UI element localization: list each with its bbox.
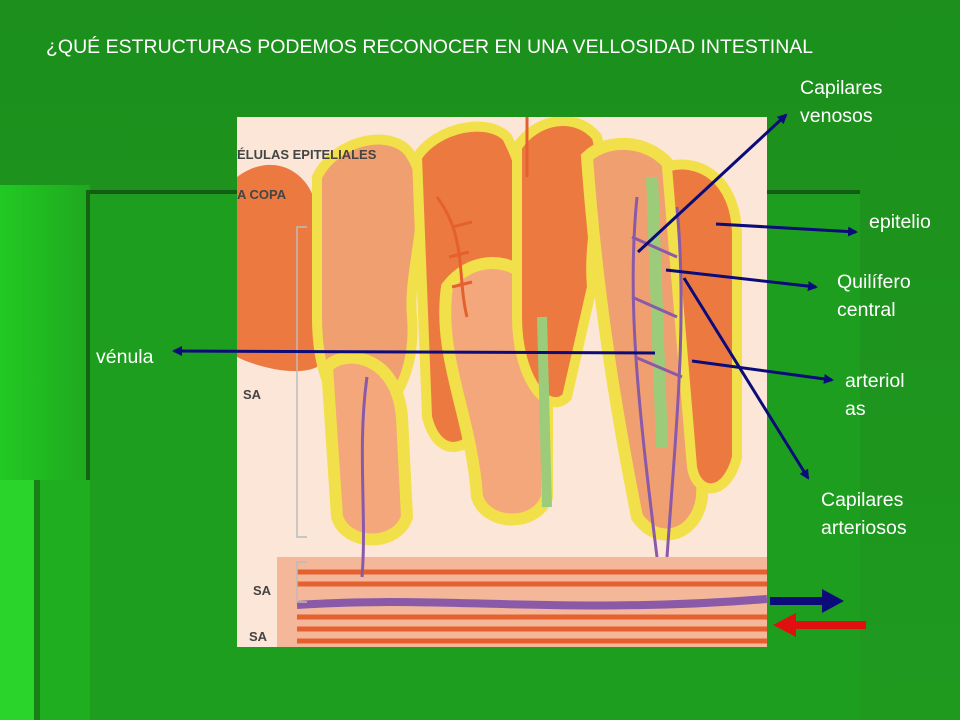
label-quilifero-line2: central xyxy=(837,299,896,321)
celulas-epiteliales-label: ÉLULAS EPITELIALES xyxy=(237,147,377,162)
label-capilares-venosos-line2: venosos xyxy=(800,105,873,127)
sa-label-1: SA xyxy=(243,387,262,402)
label-capilares-arteriosos: Capilares arteriosos xyxy=(821,486,907,542)
label-quilifero-line1: Quilífero xyxy=(837,271,911,293)
villus-drawing: ÉLULAS EPITELIALES A COPA SA SA SA xyxy=(237,117,767,647)
label-arteriolas-line1: arteriol xyxy=(845,370,905,392)
sa-label-2: SA xyxy=(253,583,272,598)
label-capilares-venosos: Capilares venosos xyxy=(800,74,882,130)
slide-title: ¿QUÉ ESTRUCTURAS PODEMOS RECONOCER EN UN… xyxy=(46,36,814,58)
label-capilares-arteriosos-line1: Capilares xyxy=(821,489,904,511)
sa-label-3: SA xyxy=(249,629,268,644)
label-venula: vénula xyxy=(96,346,154,368)
label-capilares-arteriosos-line2: arteriosos xyxy=(821,517,907,539)
label-epitelio: epitelio xyxy=(869,211,931,233)
label-capilares-venosos-line1: Capilares xyxy=(800,77,883,99)
villus-illustration: ÉLULAS EPITELIALES A COPA SA SA SA xyxy=(237,117,767,647)
label-arteriolas: arteriol as xyxy=(845,367,905,423)
copa-label: A COPA xyxy=(237,187,287,202)
label-quilifero: Quilífero central xyxy=(837,268,911,324)
label-arteriolas-line2: as xyxy=(845,398,866,420)
